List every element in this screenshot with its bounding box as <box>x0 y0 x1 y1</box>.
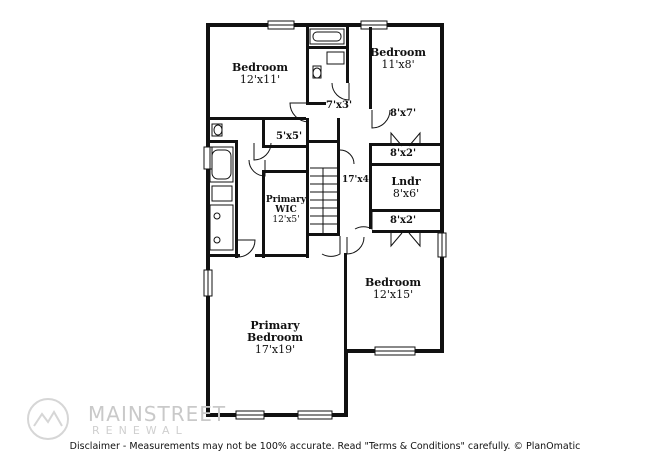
primary-wic-line2: WIC <box>275 205 297 215</box>
bedroom-se-label: Bedroom 12'x15' <box>358 277 428 301</box>
primary-wic-label: Primary WIC 12'x5' <box>264 195 308 225</box>
bedroom-se-size: 12'x15' <box>372 288 414 301</box>
bedroom-ne-name: Bedroom <box>369 46 427 59</box>
closet-8x2-bottom-dimension: 8'x2' <box>390 215 417 226</box>
primary-bedroom-label: Primary Bedroom 17'x19' <box>230 320 320 356</box>
primary-wic-line1: Primary <box>265 195 307 205</box>
bath-hall-dimension: 7'x3' <box>326 100 353 111</box>
primary-bedroom-line2: Bedroom <box>246 331 304 344</box>
watermark-subtext: RENEWAL <box>92 424 188 437</box>
bedroom-ne-size: 11'x8' <box>381 58 415 71</box>
bedroom-se-name: Bedroom <box>364 276 422 289</box>
watermark-logo-icon <box>27 398 69 440</box>
hallway-dimension: 17'x4' <box>342 175 372 185</box>
laundry-label: Lndr 8'x6' <box>378 176 434 200</box>
door-swings <box>237 82 421 258</box>
disclaimer-text: Disclaimer - Measurements may not be 100… <box>69 441 581 452</box>
watermark-text: MAINSTREET <box>88 402 227 426</box>
staircase <box>310 167 337 233</box>
bedroom-nw-size: 12'x11' <box>239 73 281 86</box>
laundry-size: 8'x6' <box>392 187 420 200</box>
closet-8x2-top-dimension: 8'x2' <box>390 148 417 159</box>
mainstreet-watermark: MAINSTREET RENEWAL <box>20 396 270 442</box>
primary-bedroom-size: 17'x19' <box>254 343 296 356</box>
primary-bedroom-line1: Primary <box>250 319 300 332</box>
bedroom-nw-name: Bedroom <box>231 61 289 74</box>
linen-dimension: 5'x5' <box>276 131 303 142</box>
fixtures <box>209 28 345 251</box>
closet-ne-dimension: 8'x7' <box>390 108 417 119</box>
interior-walls <box>210 27 444 353</box>
bedroom-ne-label: Bedroom 11'x8' <box>368 47 428 71</box>
bedroom-nw-label: Bedroom 12'x11' <box>220 62 300 86</box>
laundry-name: Lndr <box>391 175 421 188</box>
windows <box>203 20 447 420</box>
primary-wic-size: 12'x5' <box>272 215 300 225</box>
